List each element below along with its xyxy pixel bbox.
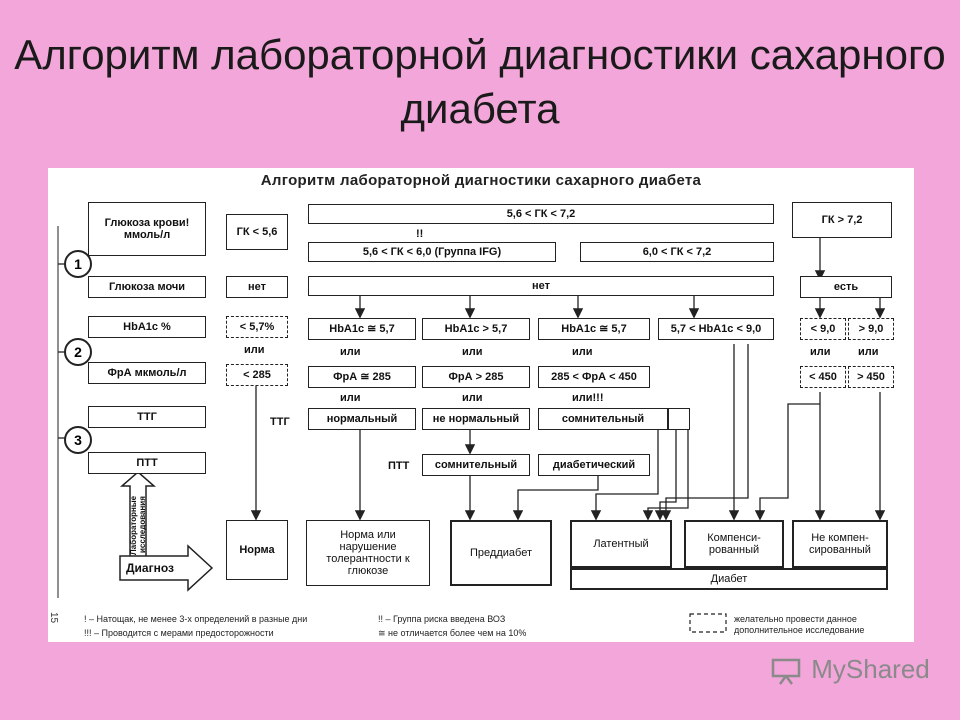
fra-diabetes-low: < 450 <box>800 366 846 388</box>
ptt-row-label: ПТТ <box>388 460 410 472</box>
footnote-2: !!! – Проводится с мерами предосторожнос… <box>84 628 274 638</box>
urine-diabetes: есть <box>800 276 892 298</box>
ptt-doubtful: сомнительный <box>422 454 530 476</box>
gk-diabetes: ГК > 7,2 <box>792 202 892 238</box>
footnote-3: !! – Группа риска введена ВОЗ <box>378 614 506 624</box>
watermark-text: MyShared <box>811 654 930 684</box>
or-row2-1: или <box>340 392 361 404</box>
outcome-latent: Латентный <box>570 520 672 568</box>
diagram-panel: Алгоритм лабораторной диагностики сахарн… <box>48 168 914 642</box>
or-mid-2: или <box>462 346 483 358</box>
glucose-blood-label: Глюкоза крови! ммоль/л <box>88 202 206 256</box>
step-2-circle: 2 <box>64 338 92 366</box>
or-diabetes-2: или <box>858 346 879 358</box>
ptt-label: ПТТ <box>88 452 206 474</box>
or-row2-3: или!!! <box>572 392 604 404</box>
ptt-diabetic: диабетический <box>538 454 650 476</box>
ifg-mark: !! <box>416 228 424 240</box>
outcome-compensated: Компенси-рованный <box>684 520 784 568</box>
fra-label: ФрА мкмоль/л <box>88 362 206 384</box>
slide-title: Алгоритм лабораторной диагностики сахарн… <box>14 31 946 132</box>
ttg-abnormal: не нормальный <box>422 408 530 430</box>
hba-diabetes-high: > 9,0 <box>848 318 894 340</box>
footnote-1: ! – Натощак, не менее 3-х определений в … <box>84 614 308 624</box>
hba-mid-3: HbA1c ≅ 5,7 <box>538 318 650 340</box>
range-5-6-7-2: 5,6 < ГК < 7,2 <box>308 204 774 224</box>
fra-diabetes-high: > 450 <box>848 366 894 388</box>
or-diabetes-1: или <box>810 346 831 358</box>
urine-mid: нет <box>308 276 774 296</box>
outcome-prediabetes: Преддиабет <box>450 520 552 586</box>
fra-mid-3: 285 < ФрА < 450 <box>538 366 650 388</box>
or-normal: или <box>244 344 265 356</box>
ttg-normal: нормальный <box>308 408 416 430</box>
page-number: 15 <box>48 612 59 624</box>
side-arrow-diagnosis-label: Диагноз <box>126 561 174 575</box>
hba1c-label: HbA1c % <box>88 316 206 338</box>
range-ifg: 5,6 < ГК < 6,0 (Группа IFG) <box>308 242 556 262</box>
outcome-decompensated: Не компен-сированный <box>792 520 888 568</box>
hba-mid-2: HbA1c > 5,7 <box>422 318 530 340</box>
outcome-norma: Норма <box>226 520 288 580</box>
urine-normal: нет <box>226 276 288 298</box>
footnote-4: ≅ не отличается более чем на 10% <box>378 628 527 638</box>
watermark-logo: MyShared <box>770 654 930 685</box>
or-mid-3: или <box>572 346 593 358</box>
ttg-doubtful-ext <box>668 408 690 430</box>
hba-diabetes-low: < 9,0 <box>800 318 846 340</box>
range-6-7-2: 6,0 < ГК < 7,2 <box>580 242 774 262</box>
gk-normal: ГК < 5,6 <box>226 214 288 250</box>
ttg-doubtful: сомнительный <box>538 408 668 430</box>
outcome-norma-impaired: Норма или нарушение толерантности к глюк… <box>306 520 430 586</box>
hba-mid-4: 5,7 < HbA1c < 9,0 <box>658 318 774 340</box>
presentation-icon <box>771 658 801 685</box>
footnote-5: желательно провести данное дополнительно… <box>734 614 865 635</box>
ttg-label: ТТГ <box>88 406 206 428</box>
ttg-row-label: ТТГ <box>270 416 290 428</box>
or-row2-2: или <box>462 392 483 404</box>
hba1c-normal: < 5,7% <box>226 316 288 338</box>
side-arrow-lab-label: Лабораторные исследования <box>129 495 147 555</box>
step-3-circle: 3 <box>64 426 92 454</box>
hba-mid-1: HbA1c ≅ 5,7 <box>308 318 416 340</box>
panel-title: Алгоритм лабораторной диагностики сахарн… <box>260 172 702 189</box>
fra-mid-1: ФрА ≅ 285 <box>308 366 416 388</box>
fra-mid-2: ФрА > 285 <box>422 366 530 388</box>
step-1-circle: 1 <box>64 250 92 278</box>
glucose-urine-label: Глюкоза мочи <box>88 276 206 298</box>
or-mid-1: или <box>340 346 361 358</box>
fra-normal: < 285 <box>226 364 288 386</box>
outcome-diabetes: Диабет <box>570 568 888 590</box>
